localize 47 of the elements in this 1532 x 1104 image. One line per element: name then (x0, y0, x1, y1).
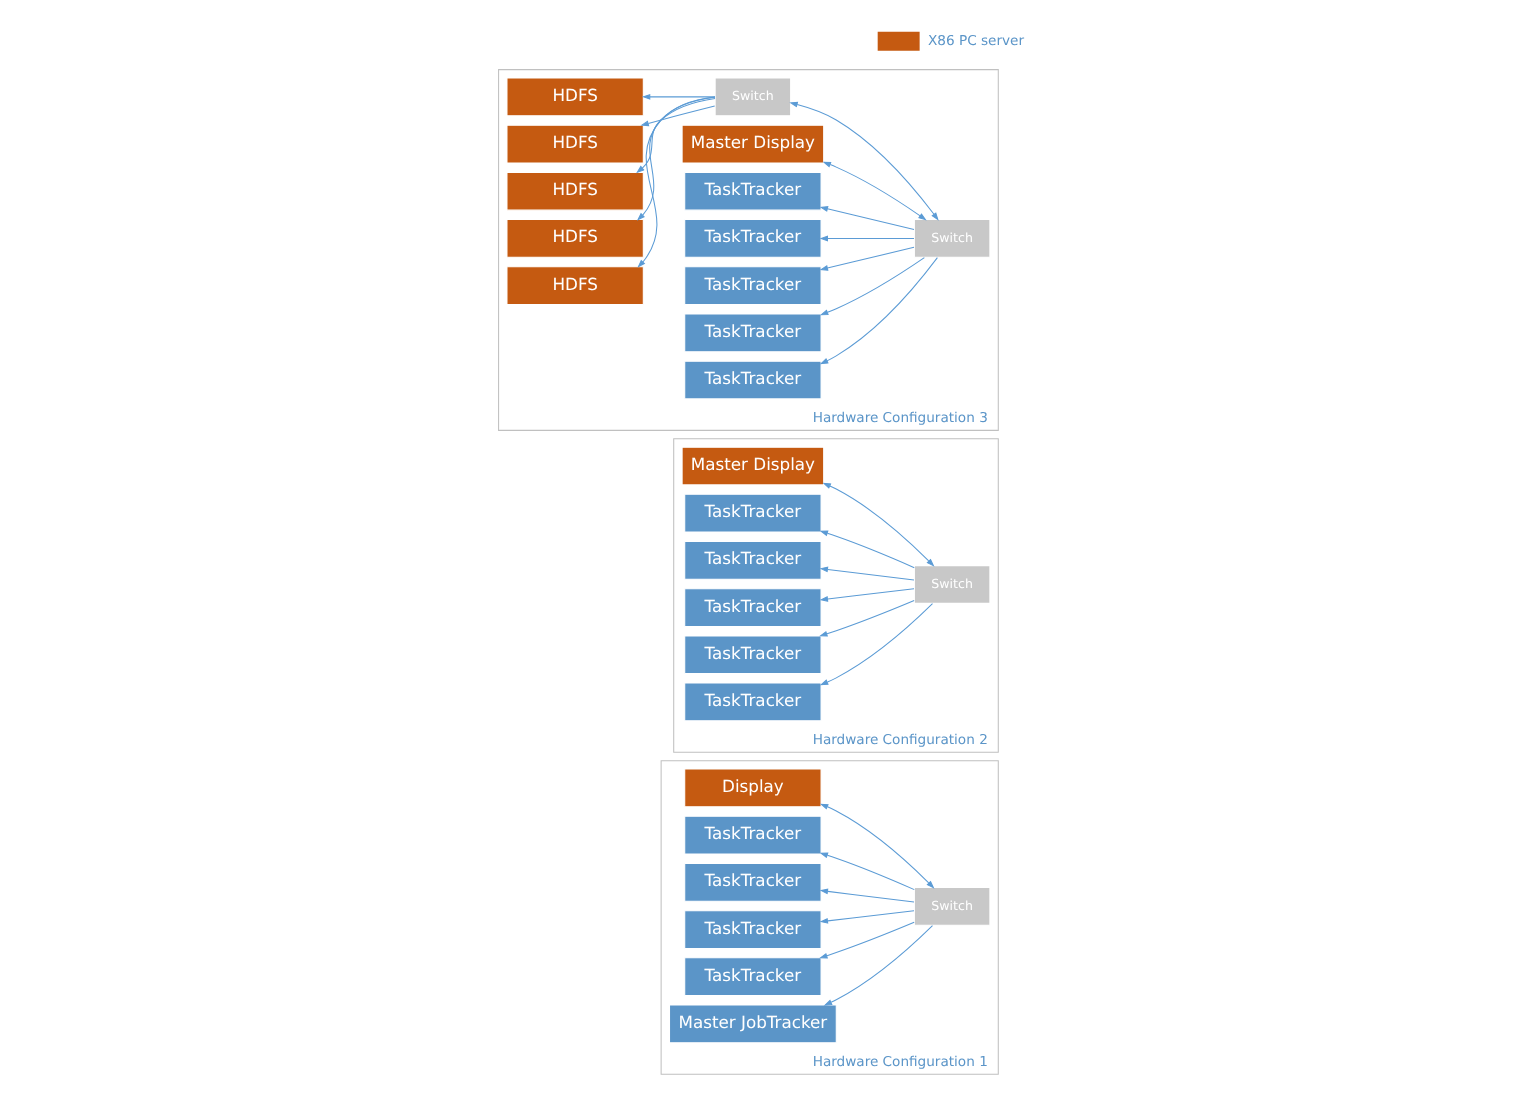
arrow (819, 588, 915, 602)
node-box: TaskTracker (684, 682, 822, 722)
arrow (819, 530, 915, 569)
arrow (819, 603, 933, 686)
node-box: TaskTracker (684, 635, 822, 675)
node-box: TaskTracker (684, 588, 822, 627)
node-box: TaskTracker (684, 171, 822, 211)
node-box: TaskTracker (684, 541, 822, 580)
node-box: HDFS (506, 171, 644, 211)
node-box: Master Display (681, 446, 825, 486)
node-box: TaskTracker (684, 493, 822, 533)
arrow (789, 101, 939, 221)
arrow (822, 161, 927, 221)
arrow (819, 852, 915, 891)
arrow (819, 803, 935, 889)
arrow (641, 93, 716, 100)
node-box: Master Display (681, 124, 825, 164)
node-box: TaskTracker (684, 360, 822, 400)
arrow (823, 925, 933, 1006)
node-box: HDFS (506, 77, 644, 117)
arrow (819, 910, 915, 924)
arrow (636, 97, 716, 174)
arrow (819, 257, 925, 316)
arrow (640, 105, 716, 127)
node-box: TaskTracker (684, 862, 822, 902)
arrow (819, 257, 938, 365)
arrow (636, 96, 716, 221)
arrow (819, 206, 915, 231)
arrow (819, 246, 915, 271)
node-box: HDFS (506, 266, 644, 306)
node-box: TaskTracker (684, 815, 822, 855)
node-box: TaskTracker (684, 957, 822, 997)
node-box: TaskTracker (684, 313, 822, 353)
arrow (819, 921, 915, 959)
node-box: Display (684, 768, 822, 808)
arrow (822, 482, 935, 567)
arrow (637, 96, 716, 268)
arrow (819, 888, 915, 903)
node-box: TaskTracker (684, 910, 822, 949)
node-box: TaskTracker (684, 219, 822, 258)
arrow (819, 599, 915, 637)
node-box: HDFS (506, 219, 644, 258)
node-box: Master JobTracker (669, 1004, 837, 1044)
arrow (819, 566, 915, 581)
node-box: HDFS (506, 124, 644, 164)
node-box: TaskTracker (684, 266, 822, 306)
arrow (819, 235, 915, 242)
